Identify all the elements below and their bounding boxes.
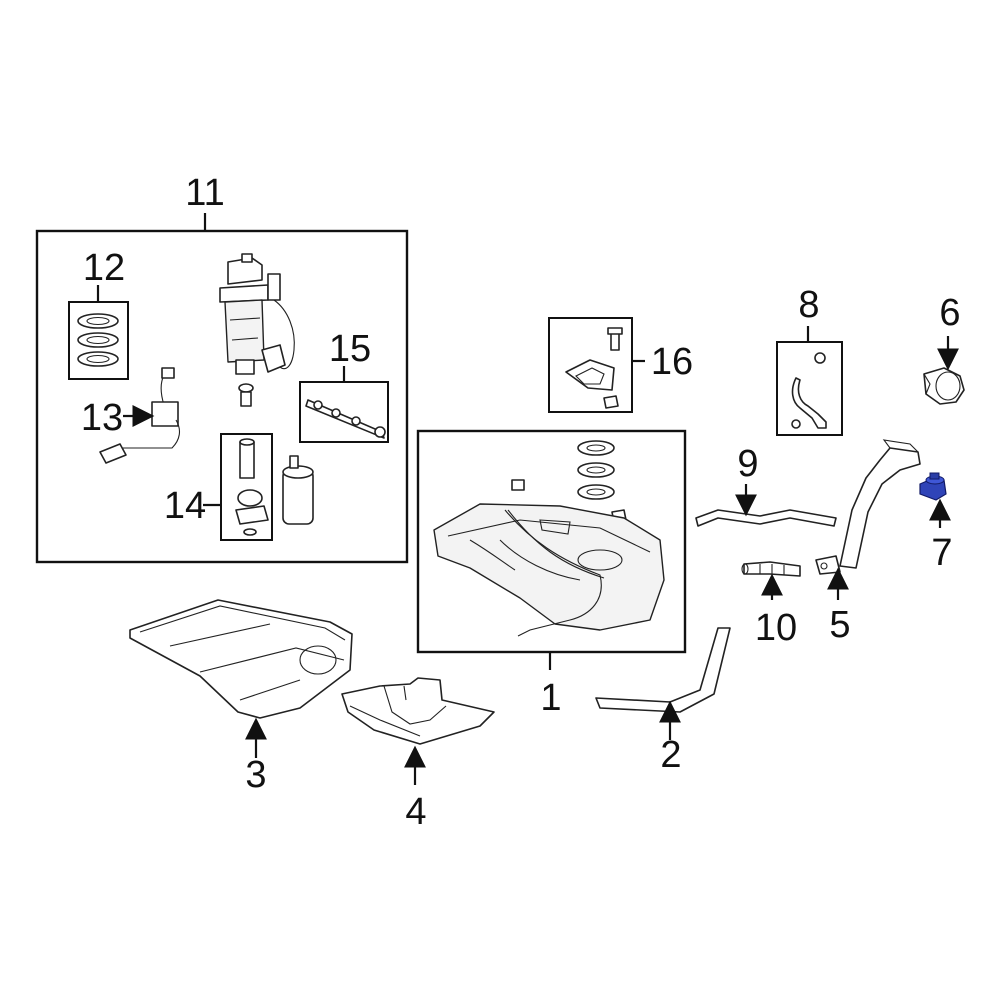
callout-1: 1 bbox=[540, 677, 561, 719]
fuel-pipe[interactable] bbox=[695, 509, 837, 527]
fuel-tank-shield[interactable] bbox=[341, 677, 495, 745]
callout-6: 6 bbox=[939, 292, 960, 334]
fuel-filter-set[interactable] bbox=[220, 433, 314, 541]
filler-neck[interactable] bbox=[815, 439, 921, 575]
callout-13: 13 bbox=[81, 397, 123, 439]
fuel-pump-assembly-box bbox=[35, 229, 409, 564]
callout-12: 12 bbox=[83, 247, 125, 289]
callout-3: 3 bbox=[245, 754, 266, 796]
fuel-pump-assembly-group[interactable]: 11 12 13 bbox=[35, 172, 409, 564]
callout-5: 5 bbox=[829, 604, 850, 646]
callout-2: 2 bbox=[660, 734, 681, 776]
fuel-tank-cover[interactable] bbox=[129, 599, 353, 719]
fuel-cap[interactable] bbox=[923, 367, 965, 405]
fuel-filler-clip-highlighted[interactable] bbox=[919, 472, 947, 501]
fuel-pump-seal-set[interactable] bbox=[68, 301, 129, 380]
fuel-tank-strap[interactable] bbox=[595, 627, 731, 713]
callout-15: 15 bbox=[329, 328, 371, 370]
fuel-level-sender[interactable] bbox=[99, 367, 181, 464]
tank-fittings-group[interactable]: 16 bbox=[548, 317, 693, 413]
callout-4: 4 bbox=[405, 791, 426, 833]
callout-16: 16 bbox=[651, 341, 693, 383]
callout-8: 8 bbox=[798, 284, 819, 326]
callout-9: 9 bbox=[737, 443, 758, 485]
breather-tube-set[interactable] bbox=[776, 341, 843, 436]
callout-14: 14 bbox=[164, 485, 206, 527]
fuel-tank-group[interactable]: 1 bbox=[416, 429, 687, 719]
fuel-tank bbox=[433, 503, 665, 631]
callout-7: 7 bbox=[931, 532, 952, 574]
fuel-pump-module[interactable] bbox=[219, 253, 295, 407]
callout-11: 11 bbox=[185, 172, 224, 214]
filler-hose[interactable] bbox=[741, 561, 801, 577]
fuel-pump-strainer[interactable] bbox=[299, 381, 389, 443]
callout-10: 10 bbox=[755, 607, 797, 649]
